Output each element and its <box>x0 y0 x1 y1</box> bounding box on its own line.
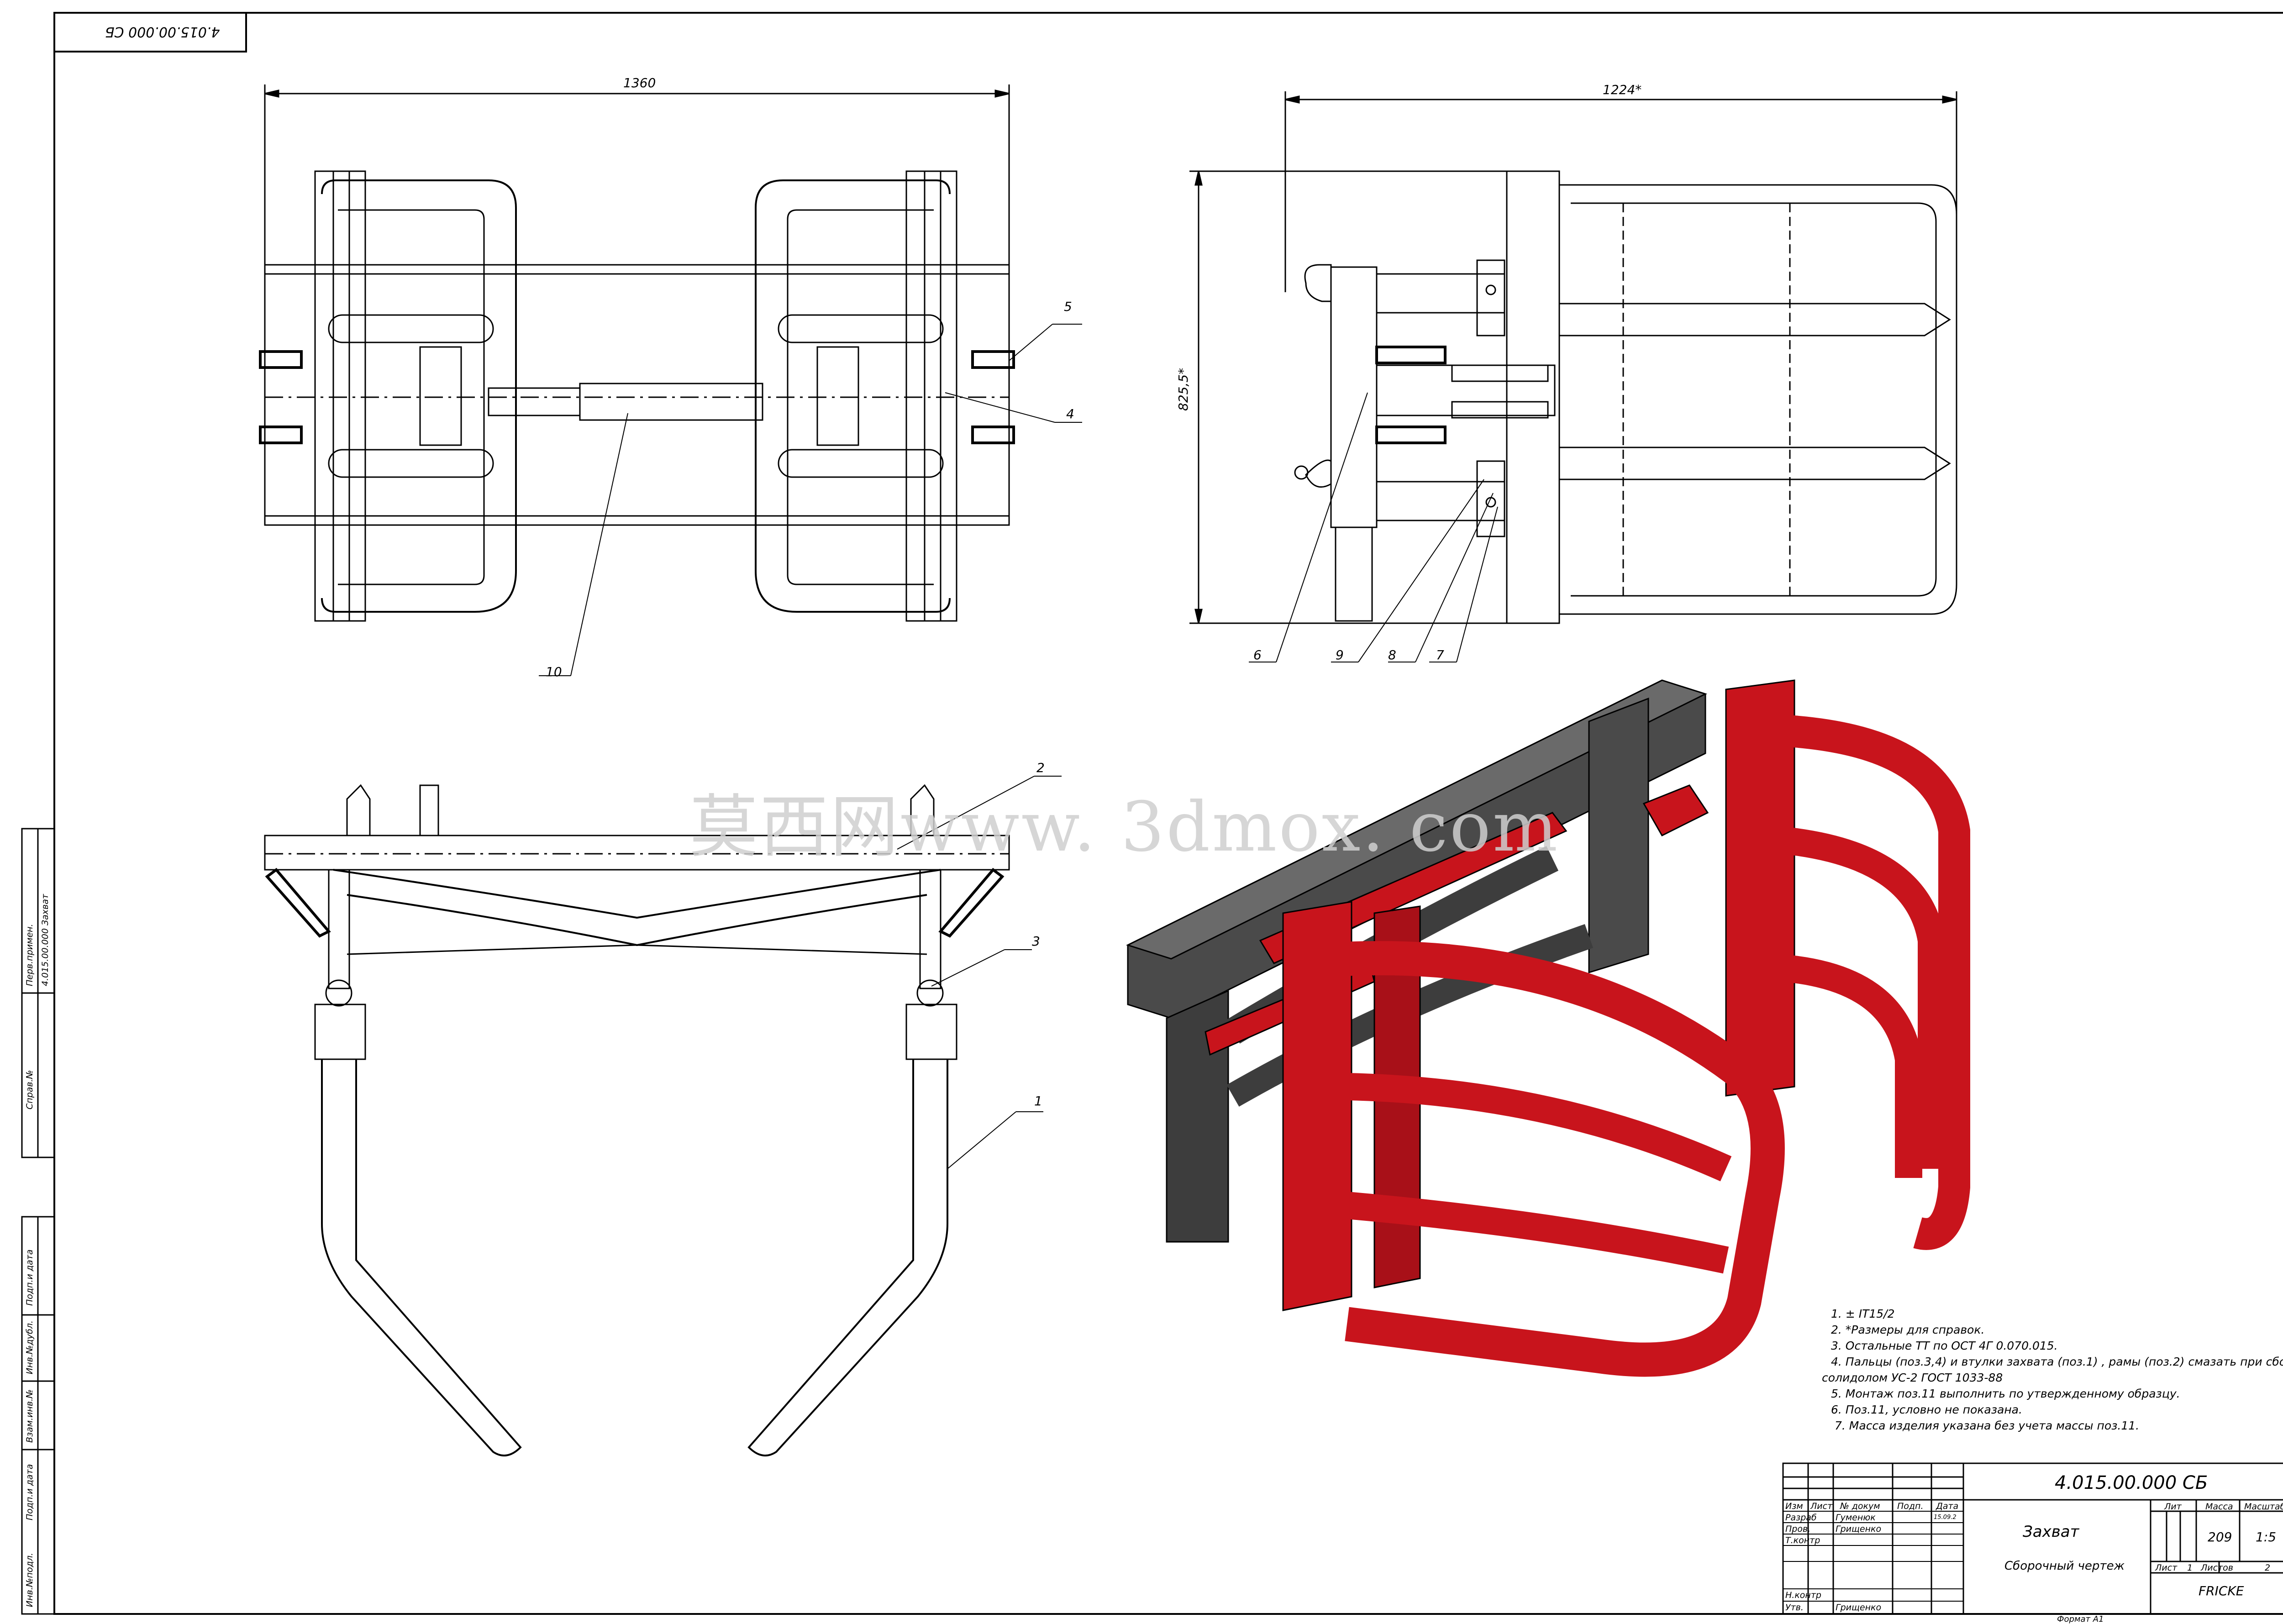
tb-name-razrab: Гуменюк <box>1836 1513 1876 1523</box>
tb-row-tkontr: Т.контр <box>1785 1535 1820 1545</box>
tb-hdr-docnum: № докум <box>1840 1501 1880 1511</box>
tb-hdr-izm: Изм <box>1785 1501 1803 1511</box>
side-view <box>1189 91 1957 662</box>
tb-col-scale: Масштаб <box>2244 1502 2283 1512</box>
tb-date-razrab: 15.09.2 <box>1934 1514 1957 1521</box>
tb-sheet-label: Лист <box>2155 1563 2178 1573</box>
side-label-vzam-inv: Взам.инв.№ <box>25 1389 35 1443</box>
tb-row-prov: Пров. <box>1785 1524 1811 1534</box>
format-label: Формат А1 <box>2057 1614 2104 1624</box>
dim-side-height: 825,5* <box>1176 368 1191 411</box>
tb-scale: 1:5 <box>2256 1529 2277 1545</box>
callout-8: 8 <box>1388 647 1396 662</box>
callout-7: 7 <box>1436 647 1444 662</box>
tb-hdr-sign: Подп. <box>1897 1501 1924 1511</box>
sheet-frame <box>53 12 2283 1615</box>
note-7: 7. Масса изделия указана без учета массы… <box>1835 1419 2140 1432</box>
tb-mass: 209 <box>2208 1529 2232 1545</box>
dim-overall-width: 1360 <box>623 75 656 90</box>
callout-2: 2 <box>1036 760 1045 775</box>
side-label-podp-data-1: Подп.и дата <box>25 1249 35 1306</box>
callout-6: 6 <box>1253 647 1262 662</box>
isometric-view <box>1126 679 1970 1377</box>
tb-sheets-num: 2 <box>2265 1563 2271 1573</box>
side-label-designation: 4.015.00.000 Захват <box>40 894 50 986</box>
callout-9: 9 <box>1336 647 1344 662</box>
tb-sheets-label: Листов <box>2201 1563 2233 1573</box>
corner-stamp: 4.015.00.000 СБ <box>105 24 220 40</box>
side-label-podp-data-2: Подп.и дата <box>25 1464 35 1520</box>
note-4-cont: солидолом УС-2 ГОСТ 1033-88 <box>1822 1371 2003 1384</box>
tb-hdr-date: Дата <box>1936 1501 1959 1511</box>
callout-5: 5 <box>1064 299 1072 314</box>
note-3: 3. Остальные ТТ по ОСТ 4Г 0.070.015. <box>1831 1339 2058 1352</box>
note-1: 1. ± IT15/2 <box>1831 1307 1895 1320</box>
tb-col-mass: Масса <box>2205 1502 2233 1512</box>
title-block <box>1782 1462 2283 1615</box>
side-label-inv-dubl: Инв.№дубл. <box>25 1320 35 1374</box>
tb-name: Захват <box>2023 1523 2079 1541</box>
tb-row-razrab: Разраб <box>1785 1513 1817 1523</box>
side-label-inv-podl: Инв.№подл. <box>25 1552 35 1607</box>
callout-1: 1 <box>1034 1093 1042 1109</box>
tb-sheet-num: 1 <box>2187 1563 2193 1573</box>
tb-organization: FRICKE <box>2199 1583 2244 1598</box>
tb-name-utv: Грищенко <box>1836 1603 1882 1613</box>
watermark: 莫西网www. 3dmox. com <box>689 788 1560 867</box>
tb-row-nkontr: Н.контр <box>1785 1590 1821 1600</box>
side-label-sprav: Справ.№ <box>25 1070 35 1109</box>
tb-doc-type: Сборочный чертеж <box>2004 1559 2125 1573</box>
note-6: 6. Поз.11, условно не показана. <box>1831 1403 2022 1416</box>
tb-col-lit: Лит <box>2164 1502 2182 1512</box>
note-4: 4. Пальцы (поз.3,4) и втулки захвата (по… <box>1831 1355 2283 1368</box>
callout-4: 4 <box>1066 406 1074 421</box>
tb-row-utv: Утв. <box>1785 1603 1804 1613</box>
side-strip <box>21 828 55 1615</box>
tb-hdr-list: Лист <box>1810 1501 1833 1511</box>
front-view <box>264 776 1062 1456</box>
side-label-perv-primen: Перв.примен. <box>25 924 35 986</box>
note-2: 2. *Размеры для справок. <box>1831 1323 1985 1336</box>
tb-designation: 4.015.00.000 СБ <box>2055 1472 2208 1493</box>
technical-notes: 1. ± IT15/2 2. *Размеры для справок. 3. … <box>1822 1306 2283 1434</box>
plan-view <box>259 84 1082 676</box>
callout-10: 10 <box>546 664 562 679</box>
dim-side-length: 1224* <box>1603 82 1642 97</box>
callout-3: 3 <box>1032 934 1040 949</box>
note-5: 5. Монтаж поз.11 выполнить по утвержденн… <box>1831 1387 2180 1400</box>
tb-name-prov: Грищенко <box>1836 1524 1882 1534</box>
